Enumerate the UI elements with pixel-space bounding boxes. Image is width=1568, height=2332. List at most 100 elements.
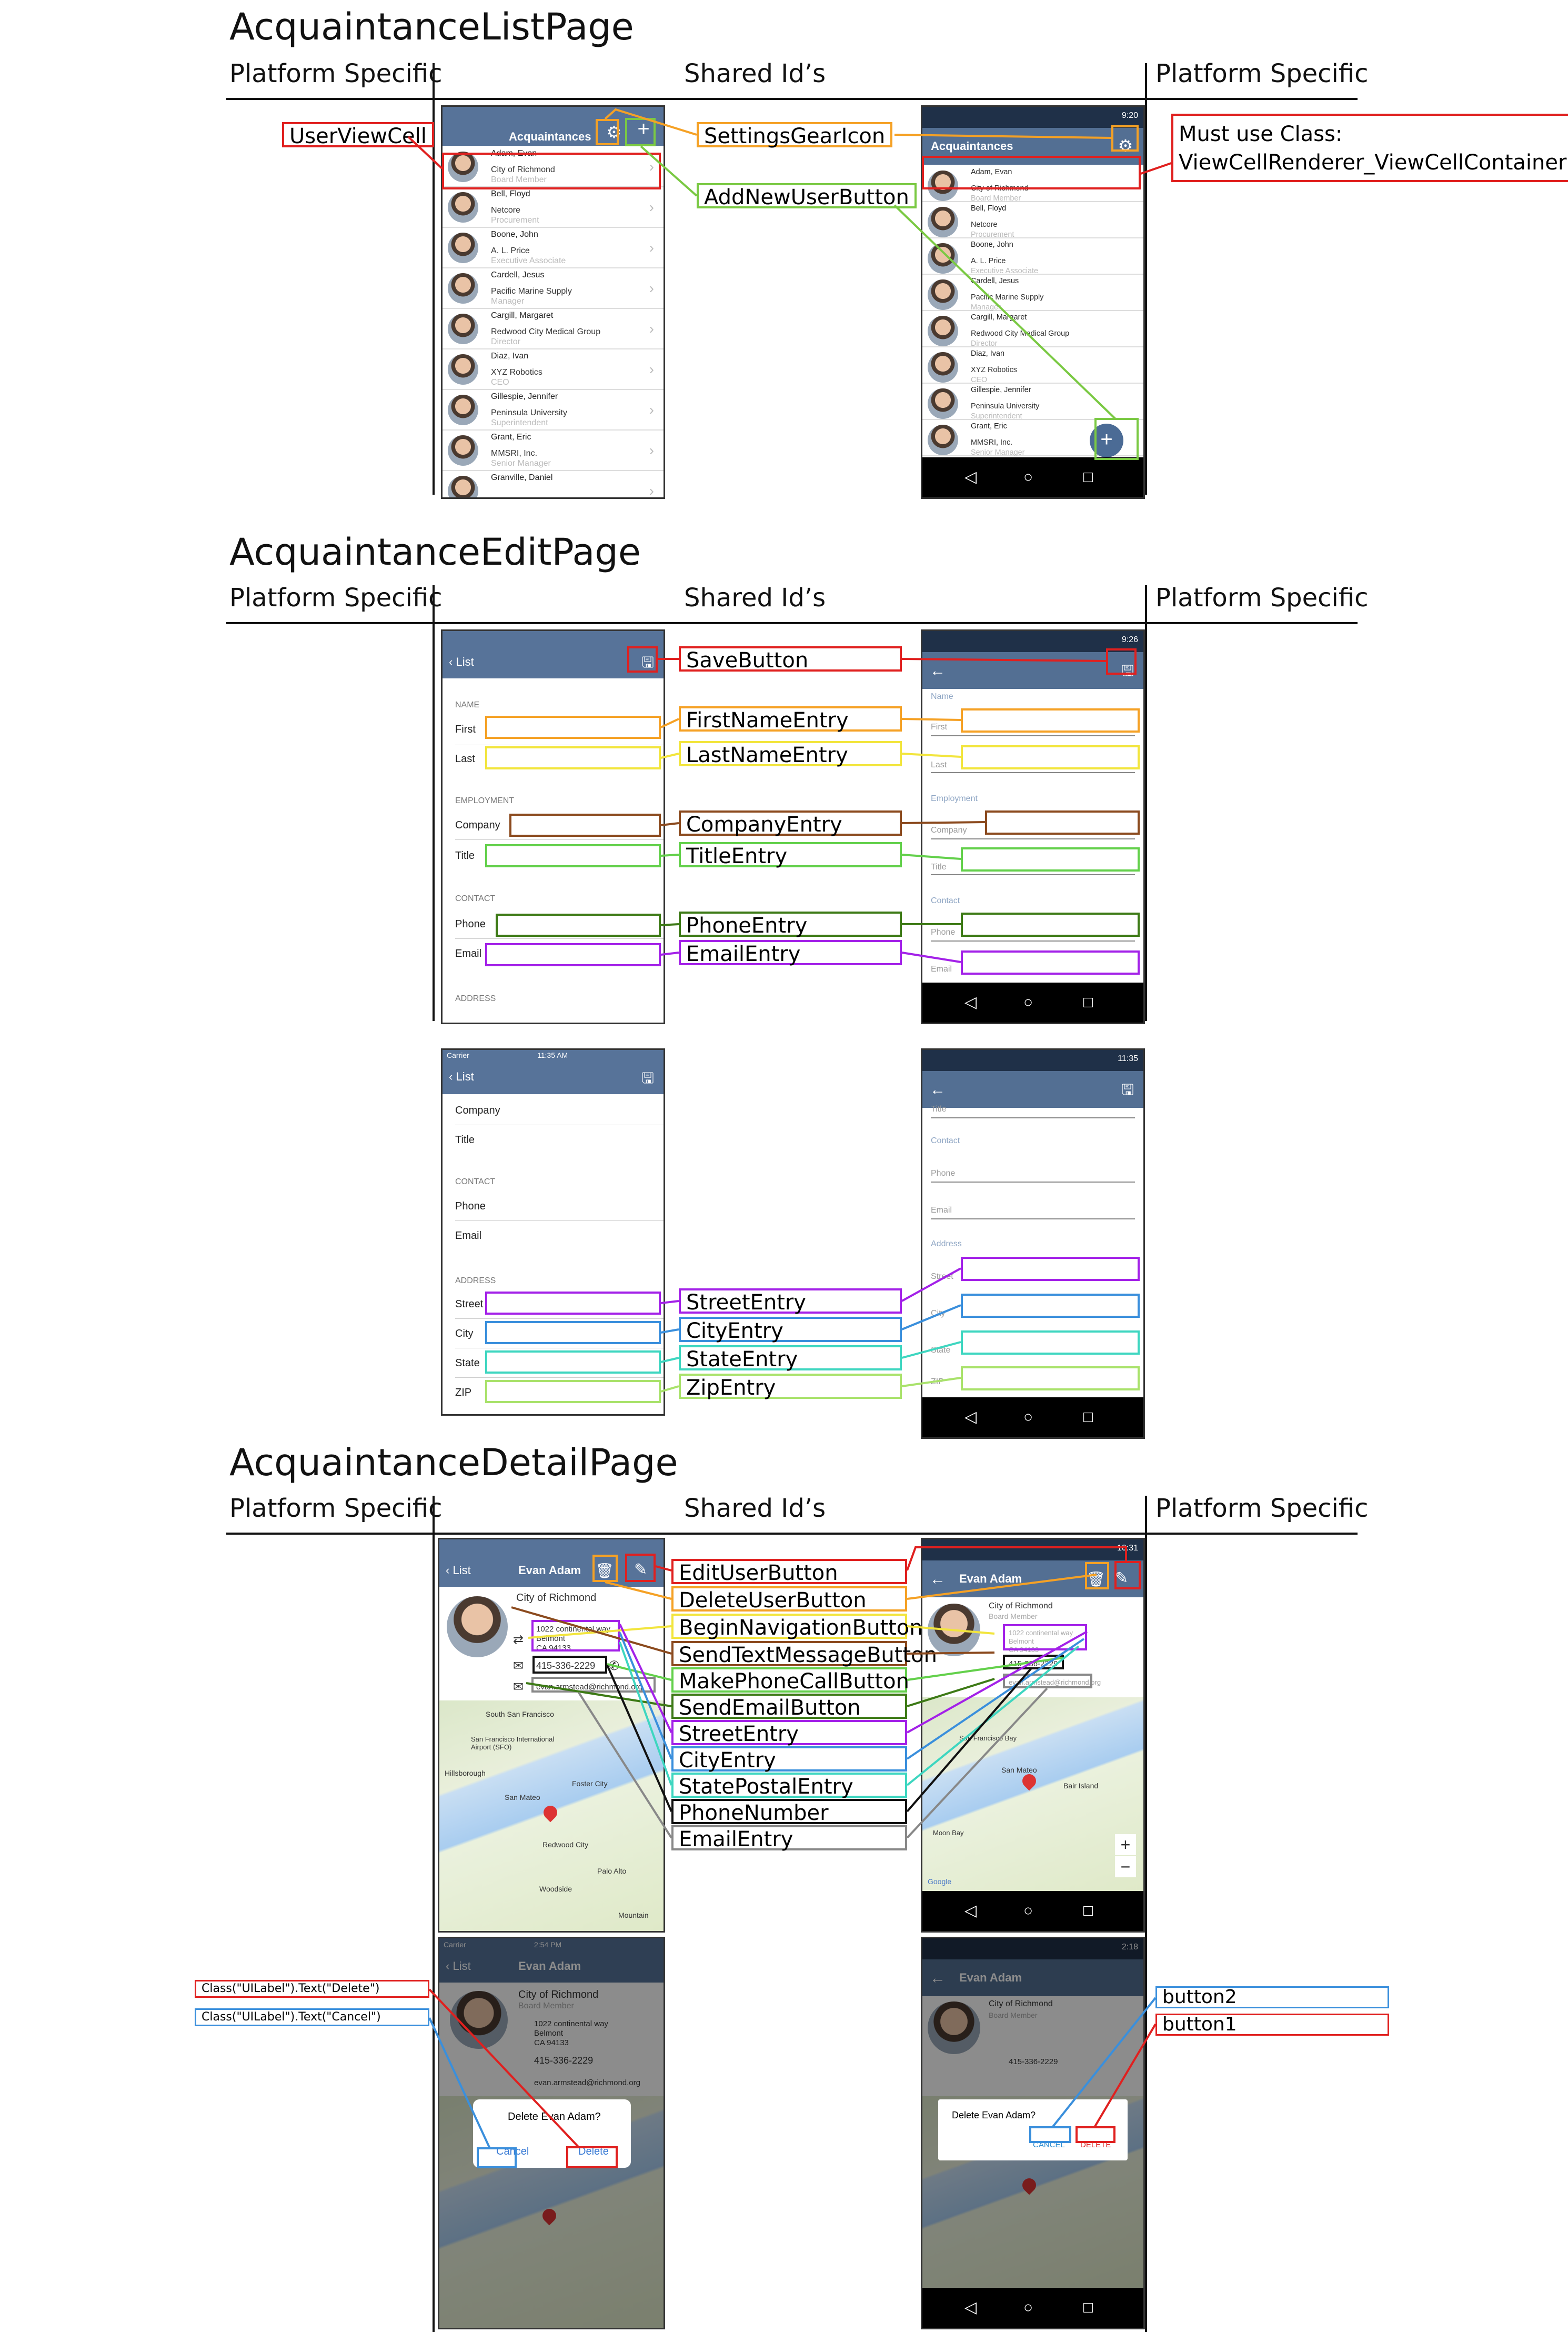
contact-company: Netcore: [971, 221, 998, 229]
contact-company: Pacific Marine Supply: [491, 287, 572, 296]
connector-line: [901, 1267, 961, 1302]
column-head-right: Platform Specific: [1155, 1494, 1369, 1523]
gear-icon[interactable]: ⚙: [1118, 136, 1133, 155]
back-arrow-icon[interactable]: ←: [930, 1570, 946, 1588]
connector-line: [619, 1642, 672, 1786]
connector-line: [901, 658, 1107, 662]
back-icon[interactable]: ◁: [964, 994, 977, 1011]
contact-title: Director: [971, 339, 998, 348]
detail-phone: 415-336-2229: [536, 1660, 596, 1671]
recents-icon[interactable]: □: [1083, 468, 1093, 486]
message-icon[interactable]: ✉: [513, 1659, 524, 1673]
contact-row[interactable]: Granville, Daniel›: [443, 471, 664, 497]
pencil-icon[interactable]: ✎: [1115, 1569, 1129, 1587]
highlight-delete-ios-dialog: [566, 2146, 618, 2168]
back-button[interactable]: ‹ List: [449, 1070, 474, 1083]
back-icon[interactable]: ◁: [964, 1902, 977, 1919]
android-toolbar: Acquaintances ⚙: [922, 128, 1143, 165]
avatar: [448, 354, 478, 385]
back-arrow-icon[interactable]: ←: [930, 1969, 946, 1987]
label-first-name: FirstNameEntry: [679, 706, 902, 733]
back-icon[interactable]: ◁: [964, 1408, 977, 1426]
carrier: Carrier: [447, 1051, 469, 1059]
avatar: [448, 152, 478, 182]
home-icon[interactable]: ○: [1023, 468, 1033, 486]
label-ios-delete-query: Class("UILabel").Text("Delete"): [195, 1980, 429, 1998]
recents-icon[interactable]: □: [1083, 2299, 1093, 2316]
back-button[interactable]: ‹ List: [449, 655, 474, 668]
recents-icon[interactable]: □: [1083, 994, 1093, 1011]
map-label: San Mateo: [1001, 1766, 1037, 1774]
connector-line: [901, 1377, 961, 1387]
divider: [455, 938, 664, 939]
android-nav-bar: ◁ ○ □: [922, 983, 1143, 1023]
map[interactable]: San Mateo Bair Island San Francisco Bay …: [922, 1697, 1143, 1891]
add-icon[interactable]: +: [637, 117, 650, 141]
trash-icon[interactable]: 🗑: [595, 1563, 614, 1579]
connector-line: [660, 753, 679, 759]
delete-button[interactable]: Delete: [578, 2146, 609, 2157]
navigation-icon[interactable]: ⇄: [513, 1633, 524, 1647]
android-toolbar: ← 🖫: [922, 1071, 1143, 1108]
label-city: CityEntry: [671, 1746, 907, 1773]
contact-title: Manager: [491, 297, 525, 306]
connector-line: [901, 1341, 961, 1359]
zoom-in-icon[interactable]: +: [1115, 1834, 1136, 1855]
back-arrow-icon[interactable]: ←: [930, 662, 946, 679]
save-icon[interactable]: 🖫: [641, 1070, 654, 1086]
section-label: ADDRESS: [455, 1276, 496, 1285]
save-icon[interactable]: 🖫: [1121, 1082, 1134, 1098]
recents-icon[interactable]: □: [1083, 1408, 1093, 1426]
save-icon[interactable]: 🖫: [641, 654, 654, 670]
home-icon[interactable]: ○: [1023, 1408, 1033, 1426]
pencil-icon[interactable]: ✎: [634, 1561, 648, 1578]
gear-icon[interactable]: ⚙: [606, 123, 622, 142]
label-save: SaveButton: [679, 646, 902, 673]
recents-icon[interactable]: □: [1083, 1902, 1093, 1919]
nav-title: Acquaintances: [509, 130, 591, 143]
home-icon[interactable]: ○: [1023, 2299, 1033, 2316]
status-time: 9:26: [1121, 635, 1138, 644]
label-city: CityEntry: [679, 1317, 902, 1343]
zoom-out-icon[interactable]: −: [1115, 1856, 1136, 1877]
back-icon[interactable]: ◁: [964, 2299, 977, 2316]
field-label: Title: [455, 850, 475, 862]
back-icon[interactable]: ◁: [964, 468, 977, 486]
map-label: Foster City: [572, 1779, 608, 1788]
home-icon[interactable]: ○: [1023, 1902, 1033, 1919]
back-button[interactable]: ‹ List: [446, 1959, 471, 1973]
map[interactable]: South San Francisco San Francisco Intern…: [439, 1700, 664, 1931]
android-nav-bar: ◁ ○ □: [922, 2288, 1143, 2328]
field-label: First: [931, 723, 948, 732]
field-label: Company: [455, 1105, 500, 1116]
connector-line: [660, 1357, 679, 1363]
label-state: StateEntry: [679, 1345, 902, 1372]
back-arrow-icon[interactable]: ←: [930, 1081, 946, 1098]
highlight-fab-android: [1094, 418, 1139, 460]
contact-company: A. L. Price: [491, 246, 530, 255]
save-icon[interactable]: 🖫: [1121, 663, 1134, 679]
back-button[interactable]: ‹ List: [446, 1564, 471, 1577]
highlight-state-android: [961, 1330, 1140, 1355]
connector-line: [901, 718, 961, 721]
chevron-right-icon: ›: [649, 199, 654, 215]
detail-company: City of Richmond: [516, 1592, 597, 1604]
home-icon[interactable]: ○: [1023, 994, 1033, 1011]
email-icon[interactable]: ✉: [513, 1680, 524, 1694]
